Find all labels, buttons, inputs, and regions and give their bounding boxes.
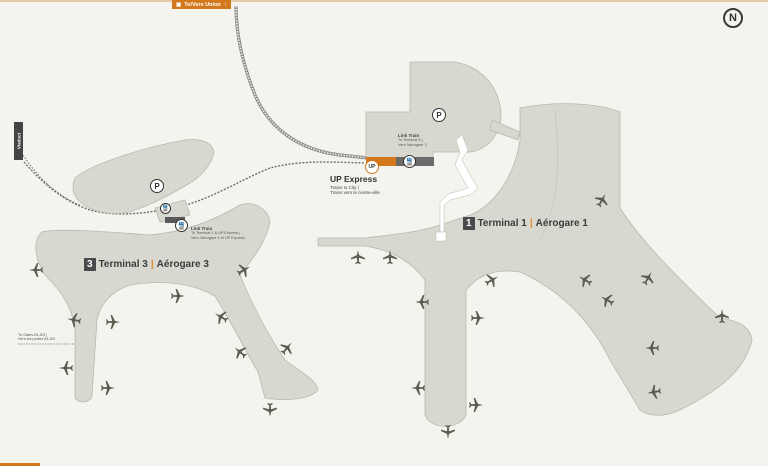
airplane-icon [263, 403, 277, 417]
railway-to-union [234, 5, 369, 160]
terminal1-building [317, 103, 753, 427]
train-icon[interactable]: 🚆 [160, 203, 171, 214]
airplane-icon [351, 250, 365, 264]
terminal1-label[interactable]: 1 Terminal 1 | Aérogare 1 [463, 217, 588, 230]
gates-b-note: To Gates B1-B3 | Vers les portes B1-B3 [18, 333, 55, 342]
airplane-icon [471, 311, 485, 325]
up-express-platform [366, 157, 396, 166]
terminal3-label[interactable]: 3 Terminal 3 | Aérogare 3 [84, 258, 209, 271]
terminal3-building [35, 203, 319, 403]
up-express-subtitle: Trains to City | Trains vers le centre-v… [330, 185, 380, 196]
parking-icon[interactable]: P [150, 179, 164, 193]
terminal3-parking-garage [72, 139, 215, 214]
train-icon[interactable]: 🚆 [403, 155, 416, 168]
link-train-t3-label: Link Train To Terminal 1 & UP Express | … [191, 226, 245, 240]
airplane-icon [469, 398, 483, 412]
viaduct-label: Viaduct [16, 132, 21, 150]
bottom-accent [0, 463, 40, 466]
arrow-up-icon: ↑ [223, 1, 227, 8]
union-direction-banner[interactable]: ▣ To/Vers Union ↑ [172, 0, 231, 9]
airplane-icon [59, 361, 73, 375]
parking-icon[interactable]: P [432, 108, 446, 122]
terminal1-walkway [439, 134, 479, 233]
north-arrow-icon: N [723, 8, 743, 28]
up-express-title: UP Express [330, 174, 378, 184]
airplane-icon [106, 315, 120, 329]
viaduct-banner: Viaduct [14, 122, 23, 160]
union-direction-label: To/Vers Union [184, 1, 221, 8]
airplane-icon [411, 381, 425, 395]
train-icon[interactable]: 🚆 [175, 219, 188, 232]
airplane-icon [101, 381, 115, 395]
airplane-icon [441, 425, 455, 439]
top-border [0, 0, 768, 2]
link-train-t1-label: Link Train To Terminal 3 | Vers l'aéroga… [398, 133, 427, 147]
airplane-icon [171, 289, 185, 303]
up-express-badge: UP [365, 160, 379, 174]
train-icon: ▣ [176, 1, 182, 8]
